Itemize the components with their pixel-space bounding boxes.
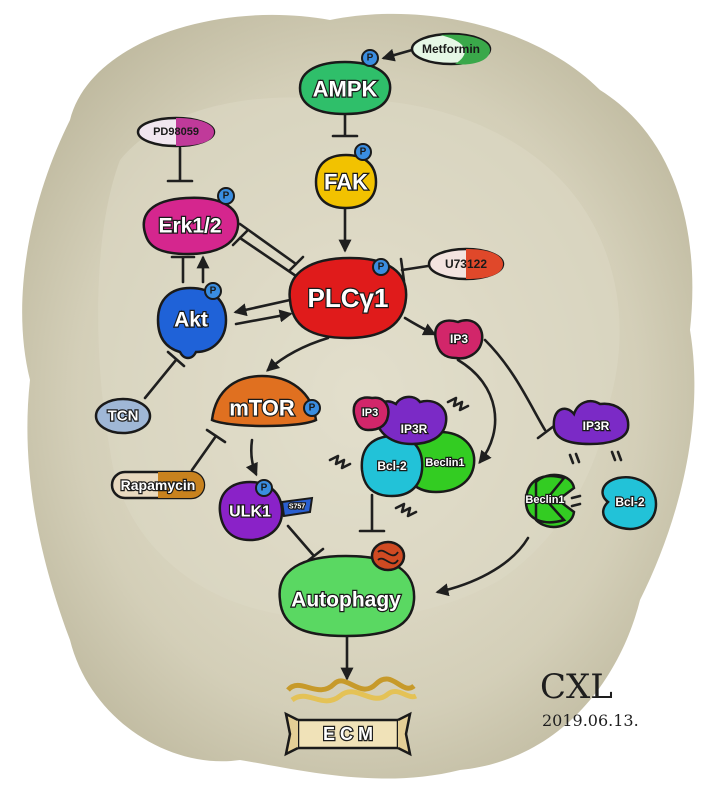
node-plc[interactable]: PLCγ1 P	[288, 256, 408, 340]
mtor-phospho-badge: P	[309, 403, 316, 414]
node-pd98059[interactable]: PD98059	[136, 116, 216, 148]
node-metformin[interactable]: Metformin	[410, 32, 492, 66]
edge-u73-plc	[400, 264, 430, 272]
signature-date: 2019.06.13.	[542, 711, 639, 730]
node-complex[interactable]: Beclin1 Bcl-2 IP3R IP3	[352, 395, 476, 498]
edge-plc-akt	[233, 298, 292, 317]
node-ulk1[interactable]: ULK1 P	[218, 479, 284, 542]
edge-mtor-ulk1	[245, 438, 258, 477]
node-ecm[interactable]: E C M	[284, 676, 418, 757]
node-ampk[interactable]: AMPK P	[298, 49, 392, 116]
ip3-label: IP3	[450, 332, 468, 346]
node-beclin1-free[interactable]: Beclin1	[524, 473, 576, 529]
edge-beclin-bcl2-eq2	[570, 502, 582, 508]
akt-label: Akt	[174, 309, 208, 332]
s757-label: S757	[289, 504, 305, 511]
fak-label: FAK	[324, 170, 368, 195]
mtor-label: mTOR	[229, 396, 295, 421]
node-tcn[interactable]: TCN	[94, 397, 152, 435]
edge-ip3-ip3rfree-bar	[536, 424, 556, 440]
edge-tcn-akt	[143, 358, 178, 400]
edge-beclin-auto	[435, 536, 530, 597]
node-rapamycin[interactable]: Rapamycin	[110, 470, 206, 500]
edge-rapa-mtor-bar	[205, 428, 227, 444]
mark-ip3r-left	[568, 452, 581, 465]
edges	[143, 48, 623, 681]
ulk1-phospho-badge: P	[261, 483, 268, 494]
node-ip3[interactable]: IP3	[434, 319, 484, 360]
node-bcl2-free[interactable]: Bcl-2	[601, 475, 658, 531]
zigzag-left	[328, 454, 352, 470]
node-akt[interactable]: Akt P	[156, 282, 228, 360]
pd98059-label: PD98059	[153, 126, 199, 138]
edge-u73-plc-bar	[399, 257, 406, 283]
edge-plc-mtor	[266, 336, 330, 372]
edge-rapa-mtor	[190, 434, 218, 472]
complex-ip3-label: IP3	[362, 407, 379, 419]
u73122-label: U73122	[445, 257, 487, 271]
beclin1-free-label: Beclin1	[525, 494, 564, 506]
zigzag-mid	[394, 502, 418, 518]
zigzag-top	[446, 396, 470, 412]
tcn-label: TCN	[108, 408, 139, 425]
rapamycin-label: Rapamycin	[121, 477, 196, 493]
plc-phospho-badge: P	[378, 262, 385, 273]
node-ip3r-free[interactable]: IP3R	[552, 400, 630, 446]
edge-erk-plc-bar	[287, 255, 305, 273]
complex-bcl2-label: Bcl-2	[377, 459, 407, 473]
ampk-phospho-badge: P	[367, 53, 374, 64]
erk-label: Erk1/2	[158, 215, 221, 238]
node-u73122[interactable]: U73122	[427, 247, 505, 281]
node-erk[interactable]: Erk1/2 P	[142, 187, 240, 256]
edge-plc-ip3	[403, 316, 437, 336]
signature: CXL 2019.06.13.	[540, 667, 639, 730]
bcl2-free-label: Bcl-2	[615, 495, 645, 509]
edge-ip3-complex	[456, 358, 497, 465]
node-fak[interactable]: FAK P	[314, 143, 378, 210]
ecm-label: E C M	[323, 724, 373, 744]
erk-phospho-badge: P	[223, 191, 230, 202]
ip3r-free-label: IP3R	[583, 419, 610, 433]
edge-metformin-ampk	[381, 48, 414, 62]
complex-ip3r-label: IP3R	[401, 422, 428, 436]
edge-akt-plc	[234, 309, 293, 326]
edge-beclin-bcl2-eq1	[570, 494, 582, 500]
complex-beclin1-label: Beclin1	[425, 457, 464, 469]
node-mtor[interactable]: mTOR P	[210, 374, 321, 428]
edge-plc-erk	[238, 236, 298, 278]
edge-plc-erk-bar	[231, 229, 249, 247]
signature-initials: CXL	[540, 667, 613, 707]
fak-phospho-badge: P	[360, 147, 367, 158]
plc-label: PLCγ1	[308, 283, 389, 313]
autophagy-label: Autophagy	[291, 589, 401, 612]
metformin-label: Metformin	[422, 42, 480, 56]
edge-erk-plc	[238, 222, 298, 266]
node-s757: S757	[280, 496, 314, 518]
akt-phospho-badge: P	[210, 286, 217, 297]
ampk-label: AMPK	[313, 77, 378, 102]
node-autophagy[interactable]: Autophagy	[278, 540, 416, 638]
ulk1-label: ULK1	[229, 504, 271, 521]
edge-ip3-ip3rfree	[483, 338, 547, 432]
mark-ip3r-right	[610, 450, 623, 462]
edge-ulk1-auto	[286, 524, 316, 558]
edge-tcn-akt-bar	[166, 350, 186, 368]
